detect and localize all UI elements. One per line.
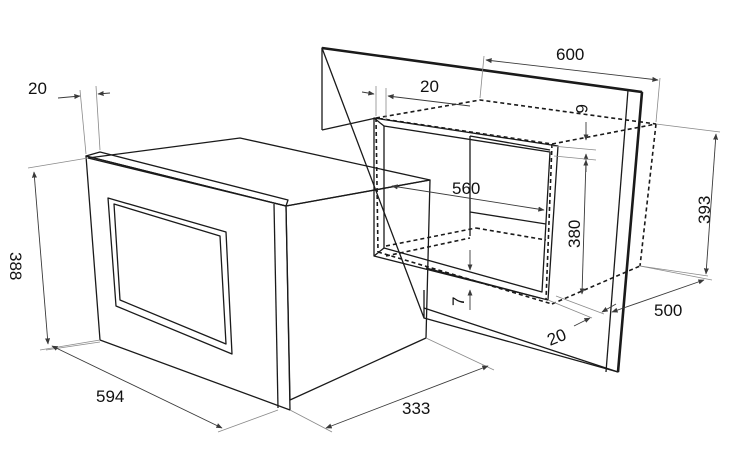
dimension-niche-height: 393 xyxy=(639,123,721,277)
niche-opening xyxy=(373,117,559,301)
niche-width-label: 600 xyxy=(556,45,584,64)
dimension-niche-bottom-gap: 7 xyxy=(449,250,473,310)
dimension-oven-frame: 20 xyxy=(28,79,111,155)
niche-bottom-gap-label: 7 xyxy=(449,297,468,306)
niche-inner-height-label: 380 xyxy=(565,220,584,248)
dimension-niche-side-panel: 20 xyxy=(361,77,471,120)
dimension-oven-height: 388 xyxy=(6,157,101,351)
dimension-oven-depth: 333 xyxy=(289,337,495,433)
dimension-niche-top-gap: 6 xyxy=(551,104,597,172)
niche-depth-label: 500 xyxy=(654,301,682,320)
oven-height-label: 388 xyxy=(6,252,25,280)
niche-top-gap-label: 6 xyxy=(572,104,591,113)
microwave-oven xyxy=(85,137,431,411)
dimension-niche-front-panel: 20 xyxy=(544,295,617,350)
dimension-niche-depth: 500 xyxy=(611,265,713,320)
dimension-niche-inner-height: 380 xyxy=(565,159,589,295)
niche-height-label: 393 xyxy=(695,196,714,224)
dimension-oven-width: 594 xyxy=(45,341,279,433)
cabinet-back-panel xyxy=(321,46,644,373)
dimension-niche-inner-width: 560 xyxy=(391,179,545,212)
oven-depth-label: 333 xyxy=(402,399,430,418)
oven-width-label: 594 xyxy=(96,387,124,406)
dimension-niche-width: 600 xyxy=(479,45,661,123)
niche-side-panel-label: 20 xyxy=(420,77,439,96)
niche-inner-width-label: 560 xyxy=(452,179,480,198)
niche-front-panel-label: 20 xyxy=(544,325,569,350)
oven-frame-label: 20 xyxy=(28,79,47,98)
